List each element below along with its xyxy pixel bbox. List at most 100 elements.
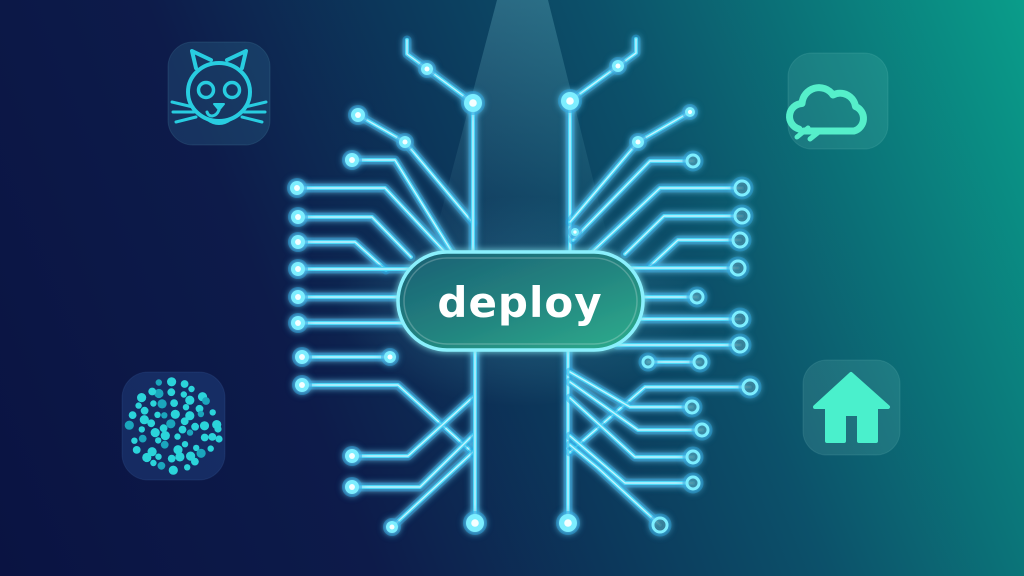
circuit-node xyxy=(299,382,305,388)
circuit-node xyxy=(295,320,301,326)
cluster-dot xyxy=(214,425,222,433)
circuit-trace xyxy=(406,39,474,253)
home-app-tile[interactable] xyxy=(802,359,901,456)
cluster-dot xyxy=(147,447,157,457)
circuit-trace xyxy=(296,187,446,253)
circuit-node xyxy=(733,207,751,225)
circuit-trace xyxy=(351,396,474,457)
cluster-dot xyxy=(160,440,169,449)
circuit-trace xyxy=(391,451,474,528)
circuit-trace xyxy=(572,160,694,241)
circuit-node xyxy=(731,336,749,354)
circuit-node xyxy=(685,449,701,465)
deploy-button[interactable]: deploy xyxy=(396,250,645,352)
cloud-icon xyxy=(786,84,867,142)
tile-background xyxy=(167,41,271,146)
cluster-dot xyxy=(150,428,160,438)
cluster-dot xyxy=(142,452,152,463)
circuit-node xyxy=(651,516,669,534)
cluster-dot xyxy=(154,388,164,399)
cluster-dot xyxy=(138,434,147,443)
cluster-dot xyxy=(160,431,170,441)
circuit-node xyxy=(641,355,655,369)
cluster-dot xyxy=(174,433,181,440)
cluster-dot xyxy=(197,410,205,418)
cluster-dot xyxy=(124,420,134,430)
cluster-dot xyxy=(193,444,200,452)
cluster-dot xyxy=(167,377,177,387)
cluster-dot xyxy=(196,448,206,458)
circuit-node xyxy=(564,519,572,527)
panther-icon xyxy=(170,49,268,125)
circuit-node xyxy=(387,354,393,360)
circuit-trace xyxy=(569,435,694,484)
dot-cluster-app-tile[interactable] xyxy=(121,371,226,481)
circuit-node xyxy=(729,259,747,277)
circuit-node xyxy=(295,214,301,220)
circuit-node xyxy=(402,139,408,145)
cluster-dot xyxy=(181,441,189,448)
circuit-trace xyxy=(591,187,743,253)
cluster-dot xyxy=(154,411,161,418)
cluster-dot xyxy=(200,433,209,442)
cluster-dot xyxy=(166,419,176,429)
circuit-trace xyxy=(569,371,693,408)
cluster-dot xyxy=(182,404,190,411)
cluster-dot xyxy=(170,399,179,407)
circuit-node xyxy=(635,139,641,145)
cluster-dot xyxy=(180,417,189,426)
circuit-node xyxy=(299,354,305,360)
circuit-node xyxy=(689,289,705,305)
cluster-dot xyxy=(155,437,162,444)
circuit-node xyxy=(731,310,749,328)
circuit-node xyxy=(685,153,701,169)
circuit-trace xyxy=(569,444,661,526)
circuit-node xyxy=(730,204,754,228)
cluster-dot xyxy=(215,435,223,443)
home-icon xyxy=(813,372,890,443)
cluster-dot xyxy=(170,409,180,419)
cluster-dot xyxy=(186,429,194,436)
circuit-node xyxy=(731,231,749,249)
circuit-node xyxy=(349,484,355,490)
cluster-dot xyxy=(180,380,189,388)
circuit-node xyxy=(733,179,751,197)
cluster-dot xyxy=(148,387,157,396)
cloud-app-tile[interactable] xyxy=(786,52,889,150)
cluster-dot xyxy=(167,388,176,397)
circuit-node xyxy=(295,239,301,245)
dot-cluster-icon xyxy=(124,377,223,475)
cluster-dot xyxy=(195,404,204,413)
panther-app-tile[interactable] xyxy=(167,41,271,146)
circuit-node xyxy=(687,109,693,115)
cluster-dot xyxy=(131,437,138,444)
circuit-node xyxy=(424,66,430,72)
circuit-node xyxy=(741,378,759,396)
circuit-node xyxy=(295,266,301,272)
cluster-dot xyxy=(191,422,200,431)
circuit-node xyxy=(728,228,752,252)
circuit-node xyxy=(689,351,711,373)
cluster-dot xyxy=(147,419,156,428)
circuit-node xyxy=(681,396,703,418)
cluster-dot xyxy=(184,464,191,471)
circuit-trace xyxy=(297,216,412,258)
circuit-node xyxy=(355,112,361,118)
cluster-dot xyxy=(207,445,214,452)
circuit-node xyxy=(694,422,710,438)
circuit-node xyxy=(682,446,704,468)
circuit-trace xyxy=(351,434,474,488)
circuit-nodes xyxy=(287,57,762,537)
circuit-node xyxy=(349,157,355,163)
cluster-dot xyxy=(135,402,142,409)
cluster-dot xyxy=(155,453,162,460)
cluster-dot xyxy=(128,411,137,419)
circuit-node xyxy=(730,176,754,200)
cluster-dot xyxy=(185,411,195,421)
cluster-dot xyxy=(178,425,187,434)
circuit-node xyxy=(726,256,750,280)
circuit-traces xyxy=(292,34,755,532)
cluster-dot xyxy=(140,406,149,415)
